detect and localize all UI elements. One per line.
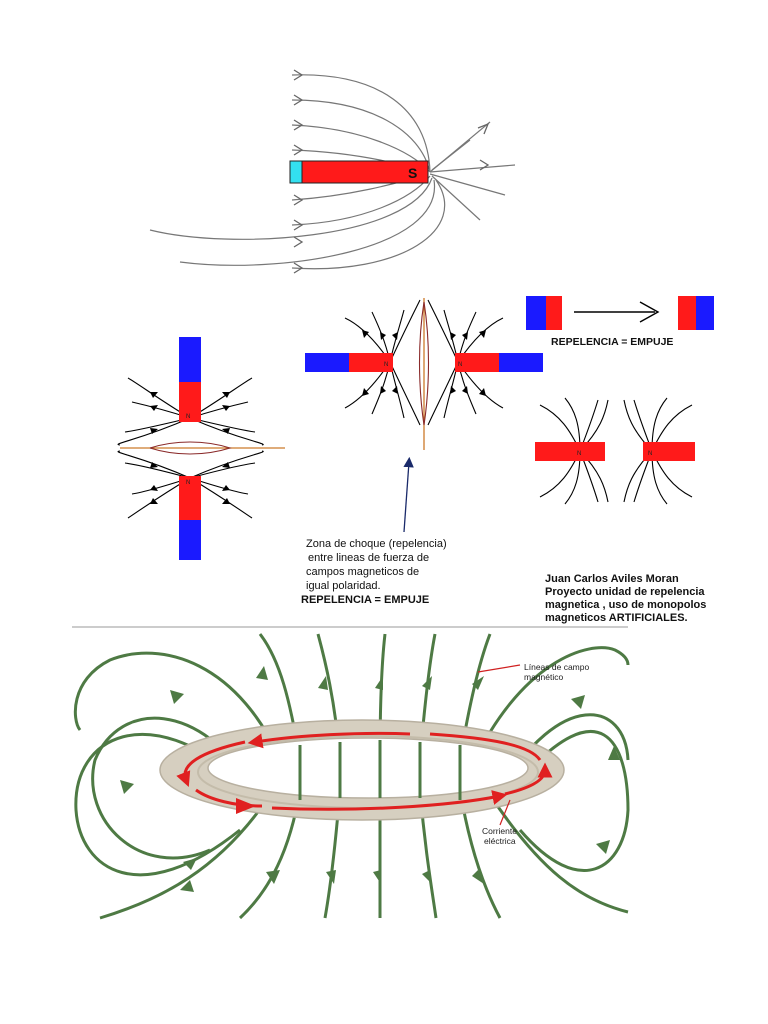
- horizontal-field-arrowheads: [362, 330, 486, 396]
- push-magnet-right-blue: [696, 296, 714, 330]
- bottom-magnet-red: [179, 476, 201, 520]
- push-magnet-left-red: [546, 296, 562, 330]
- top-magnet-red: [179, 382, 201, 422]
- top-magnet-pole-label: N: [186, 414, 190, 420]
- zone-line-1: Zona de choque (repelencia): [306, 538, 447, 550]
- field-label-pointer: [477, 664, 521, 673]
- push-arrow-head: [639, 301, 660, 323]
- nn-left-pole-label: N: [577, 451, 581, 457]
- push-magnet-right-red: [678, 296, 696, 330]
- right-magnet-blue: [499, 353, 543, 372]
- ring-inner-hole: [207, 737, 529, 799]
- repulsion-caption-right: REPELENCIA = EMPUJE: [551, 336, 673, 348]
- vertical-field-arrowheads: [150, 392, 230, 504]
- credit-line-1: Juan Carlos Aviles Moran: [545, 573, 679, 585]
- zone-line-4: igual polaridad.: [306, 580, 381, 592]
- left-magnet-blue: [305, 353, 349, 372]
- nn-right-pole-label: N: [648, 451, 652, 457]
- current-arrow-head-bottom: [236, 798, 256, 814]
- bar-magnet-panel: S: [149, 69, 516, 274]
- current-label-line-2: eléctrica: [484, 836, 516, 846]
- current-label-line-1: Corriente: [482, 826, 517, 836]
- loop-field-arrowheads: [120, 666, 620, 892]
- zone-line-3: campos magneticos de: [306, 566, 419, 578]
- credit-line-2: Proyecto unidad de repelencia: [545, 586, 705, 598]
- right-magnet-red: [455, 353, 499, 372]
- push-magnet-left-blue: [526, 296, 546, 330]
- top-magnet-blue: [179, 337, 201, 382]
- nn-left-magnet: [535, 442, 605, 461]
- current-label-pointer: [499, 799, 511, 826]
- bar-magnet-body: [301, 160, 429, 184]
- nn-right-magnet: [643, 442, 695, 461]
- loop-field-lines-inner: [298, 740, 462, 800]
- credit-text-block: Juan Carlos Aviles Moran Proyecto unidad…: [545, 573, 706, 624]
- current-loop-panel: Líneas de campo magnético Corriente eléc…: [73, 633, 630, 920]
- vertical-magnets: N N: [117, 337, 285, 560]
- zone-line-5: REPELENCIA = EMPUJE: [301, 594, 429, 606]
- bar-magnet-field-lines: [149, 74, 516, 270]
- current-arrows: [176, 731, 553, 811]
- bar-magnet-cyan-end: [289, 160, 303, 184]
- repulsion-panel: N N: [117, 296, 714, 624]
- left-magnet-pole-label: N: [384, 362, 388, 368]
- bottom-magnet-blue: [179, 520, 201, 560]
- field-label-line-2: magnético: [524, 672, 563, 682]
- zone-pointer-arrow: [403, 456, 414, 533]
- horizontal-magnets: N N: [305, 298, 543, 450]
- bar-magnet-field-arrows: [293, 69, 490, 274]
- zone-line-2: entre lineas de fuerza de: [308, 552, 429, 564]
- north-north-illustration: N N: [535, 397, 695, 505]
- bottom-magnet-pole-label: N: [186, 480, 190, 486]
- push-illustration: REPELENCIA = EMPUJE: [526, 296, 714, 348]
- credit-line-4: magneticos ARTIFICIALES.: [545, 612, 688, 624]
- left-magnet-red: [349, 353, 393, 372]
- credit-line-3: magnetica , uso de monopolos: [545, 599, 706, 611]
- right-magnet-pole-label: N: [458, 362, 462, 368]
- zone-text-block: Zona de choque (repelencia) entre lineas…: [301, 538, 447, 606]
- bar-magnet-pole-label: S: [408, 165, 417, 181]
- field-label-line-1: Líneas de campo: [524, 662, 589, 672]
